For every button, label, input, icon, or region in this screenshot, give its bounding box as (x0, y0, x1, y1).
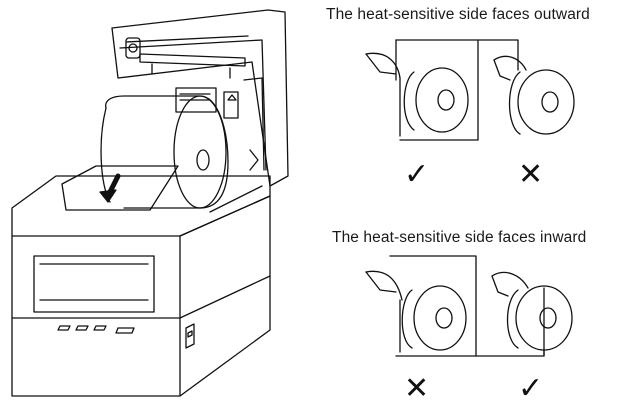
check-icon: ✓ (404, 157, 430, 192)
printer-paper-roll (61, 95, 229, 211)
caption-outward: The heat-sensitive side faces outward (326, 6, 590, 23)
roll-inward-correct (475, 271, 573, 357)
printer-body (11, 175, 271, 397)
cross-icon: ✕ (404, 371, 430, 406)
caption-inward: The heat-sensitive side faces inward (332, 229, 587, 246)
roll-inward-wrong (365, 255, 477, 357)
printer-illustration (11, 9, 289, 397)
printer-lid (111, 9, 289, 187)
check-icon: ✓ (518, 371, 544, 406)
cross-icon: ✕ (518, 157, 544, 192)
roll-outward-wrong (477, 39, 575, 135)
roll-outward-correct (365, 39, 479, 141)
